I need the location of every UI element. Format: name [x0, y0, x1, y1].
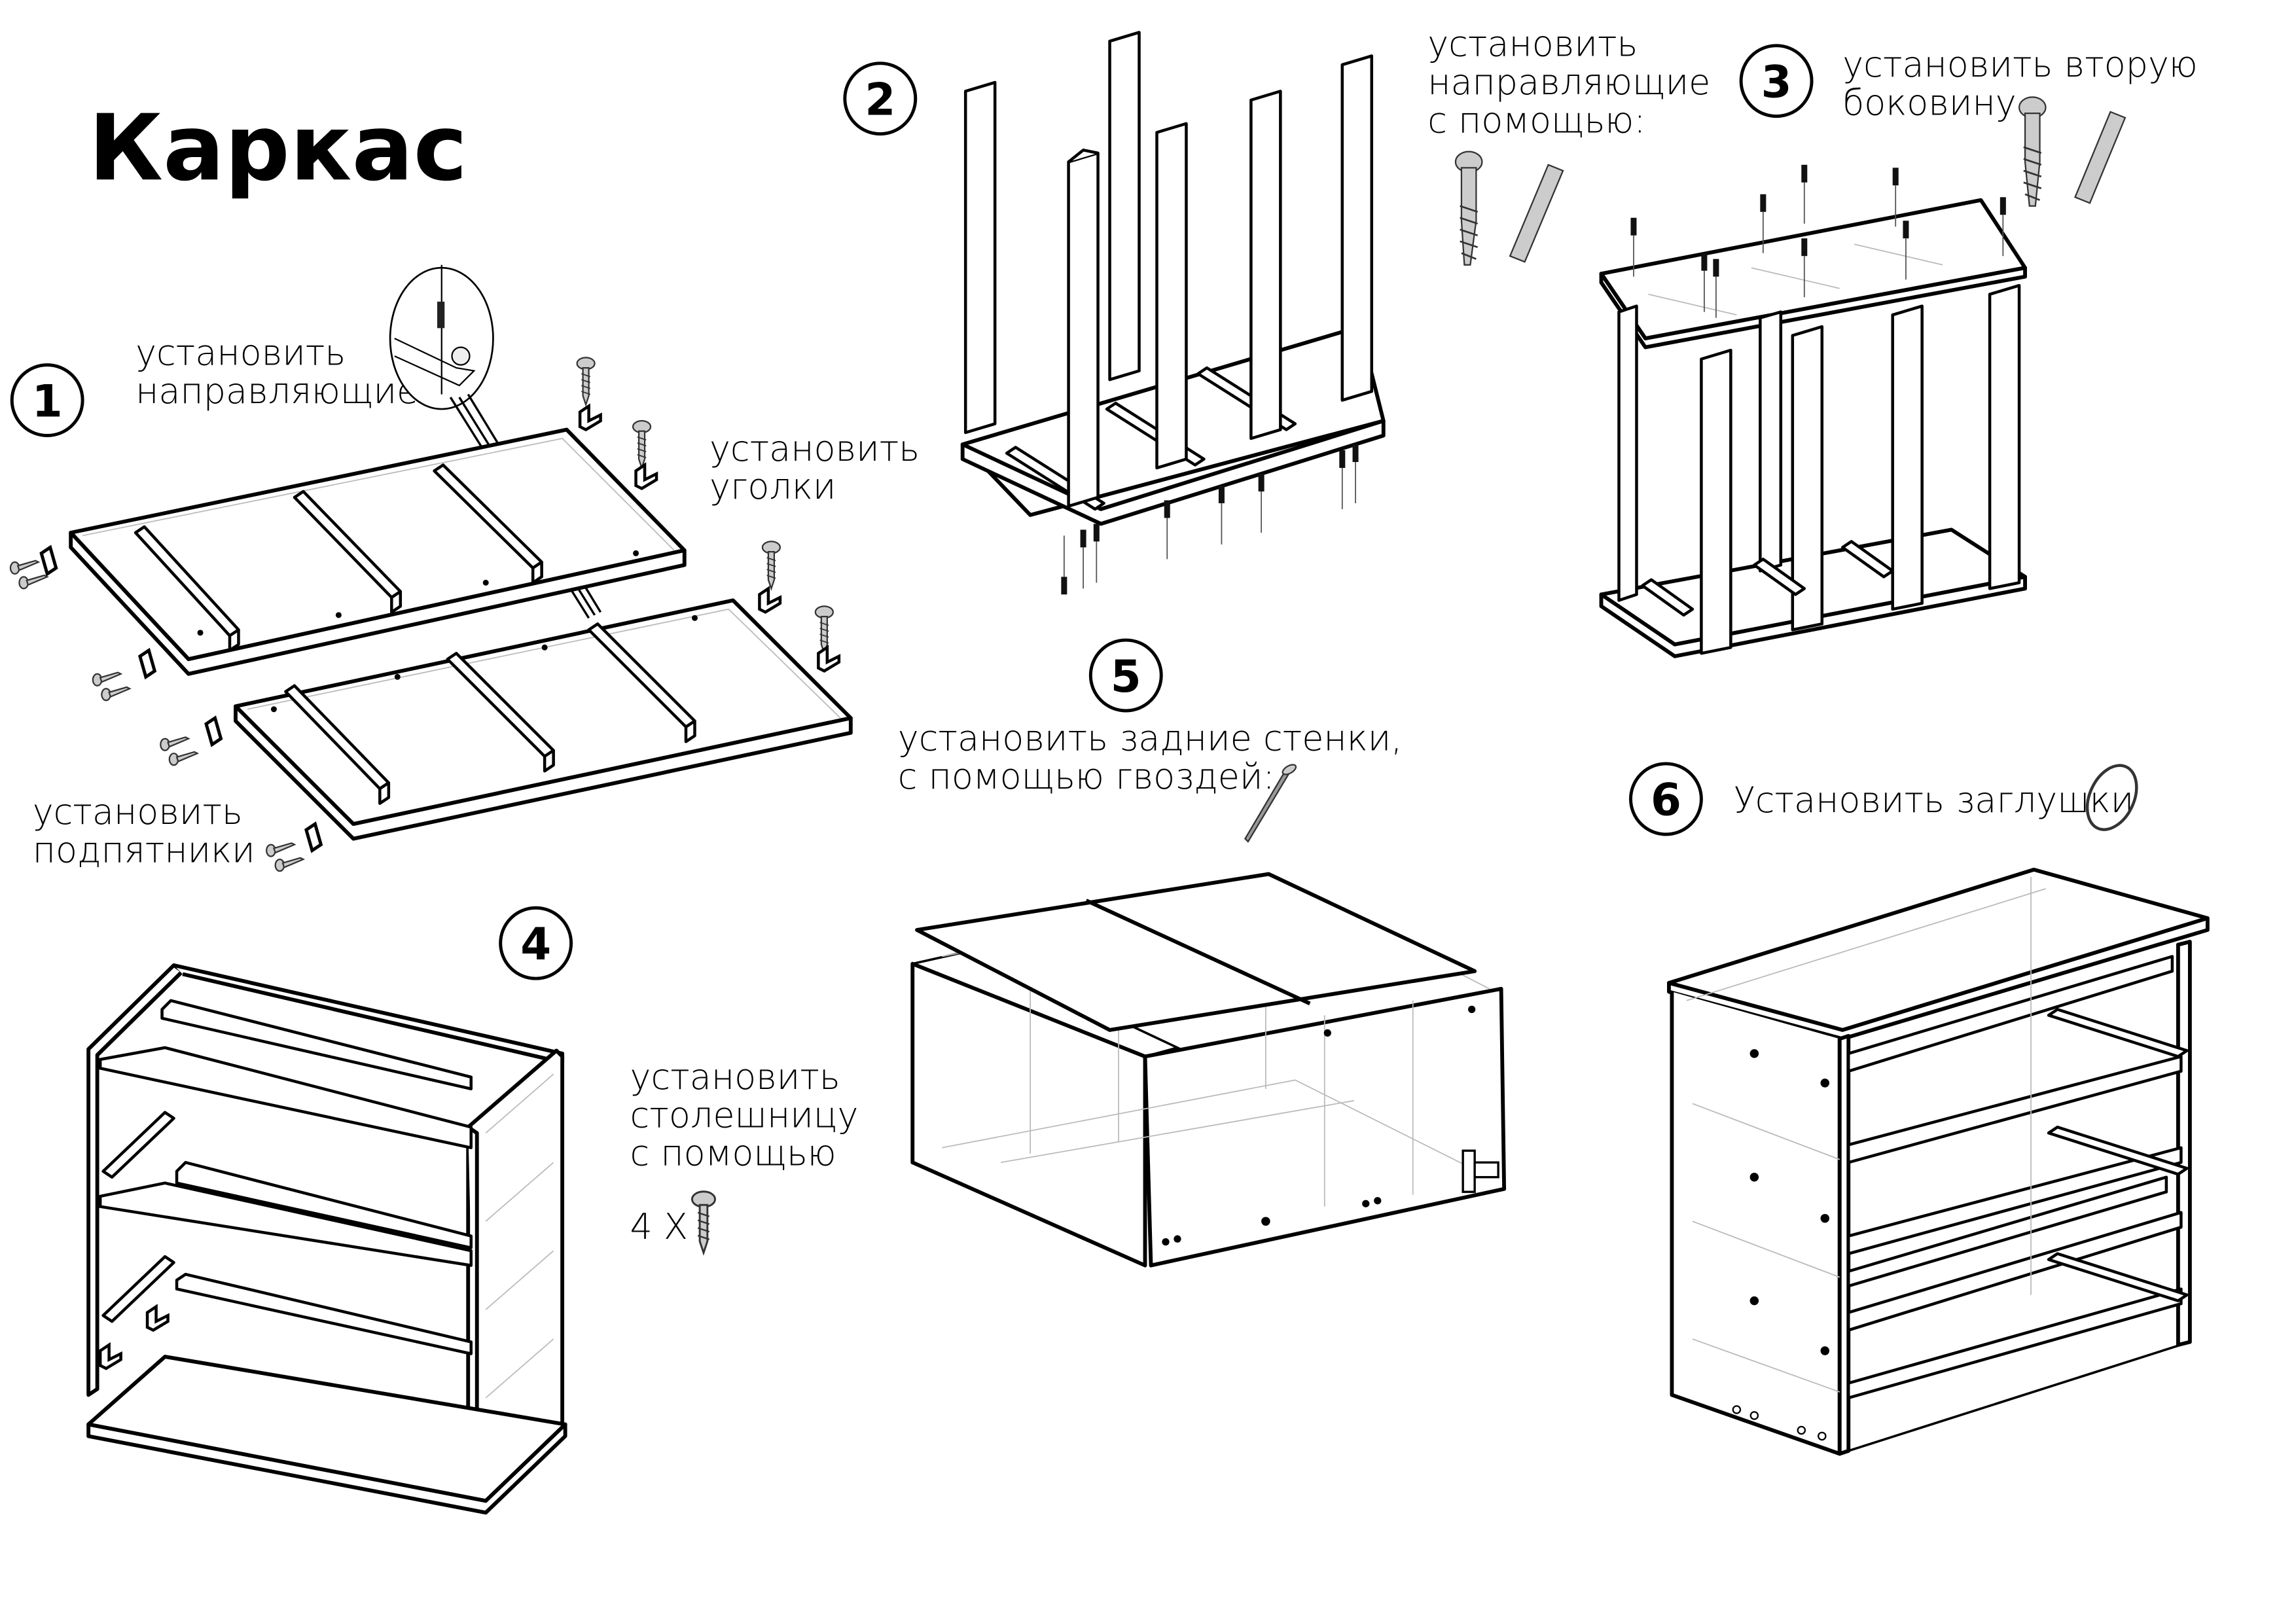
step-5-label-line2: с помощью гвоздей:: [898, 756, 1275, 797]
screw-icon: [274, 857, 304, 872]
step-1-label-rails-line1: установить: [135, 332, 346, 374]
step-3-label-line1: установить вторую: [1842, 44, 2198, 85]
screw-icon: [18, 575, 48, 590]
corner-bracket-icon: [580, 406, 600, 430]
frame-step4: [86, 963, 567, 1515]
nail-icon: [1244, 764, 1297, 843]
step-4-label-line2: столешницу: [630, 1094, 859, 1135]
corner-bracket-icon: [759, 588, 780, 612]
step-3-number: 3: [1761, 56, 1792, 107]
screw-icon: [9, 560, 39, 575]
dowel-icon: [1509, 164, 1564, 263]
step-5-label-line1: установить задние стенки,: [898, 718, 1403, 759]
step-5-number: 5: [1111, 651, 1141, 702]
screw-icon: [632, 419, 652, 469]
confirmat-screw-icon: [1454, 151, 1483, 266]
side-panels-step2: [963, 31, 1374, 508]
step-4-number: 4: [520, 918, 551, 970]
step-1-number: 1: [32, 375, 63, 427]
dowel-icon: [2074, 111, 2126, 204]
screw-icon: [101, 686, 131, 702]
step-2-badge: [843, 62, 918, 136]
corner-bracket-icon: [636, 465, 656, 488]
step-1-label-rails-line2: направляющие: [135, 370, 418, 412]
step-4-badge: [499, 906, 573, 980]
step-2-label-line1: установить: [1427, 23, 1638, 64]
carcass-step5: [910, 872, 1507, 1268]
step-1-label-feet-line2: подпятники: [33, 830, 255, 871]
step-6-badge: [1629, 762, 1703, 836]
step-2-label-line3: с помощью:: [1427, 99, 1645, 141]
side-panel-upper: [69, 427, 687, 676]
hinge: [1462, 1149, 1499, 1193]
foot-pad-icon: [41, 547, 56, 573]
screw-icon: [92, 671, 122, 687]
step-3-label-line2: боковину: [1842, 82, 2016, 123]
step-1-label-brackets-line2: уголки: [709, 466, 836, 507]
screw-icon: [691, 1190, 716, 1254]
step-2-label-line2: направляющие: [1427, 62, 1710, 103]
step-5-badge: [1088, 638, 1163, 713]
step-6: 6 Установить заглушки: [1629, 762, 2210, 1456]
step-5: 5 установить задние стенки, с помощью гв…: [898, 638, 1507, 1268]
screw-icon: [814, 605, 834, 654]
confirmat-screw-icon: [2018, 96, 2047, 207]
step-4-quantity: 4 X: [630, 1206, 688, 1247]
step-4: 4 установить столешницу с помощью 4 X: [86, 906, 859, 1515]
side-panel-lower: [234, 598, 853, 841]
screw-icon: [576, 357, 596, 406]
foot-pad-icon: [306, 824, 321, 850]
corner-bracket-icon: [818, 647, 838, 671]
screw-icon: [266, 842, 296, 857]
step-3-badge: [1739, 44, 1814, 118]
bottom-panel-step3: [1599, 283, 2027, 658]
cap-plug-icon: [2085, 764, 2138, 831]
top-side-panel-step3: [1599, 198, 2027, 349]
step-1-label-brackets-line1: установить: [709, 428, 920, 469]
screw-icon: [160, 736, 190, 751]
step-1: 1 установить направляющие установить уго…: [9, 264, 920, 872]
foot-pad-icon: [206, 718, 221, 744]
screw-icon: [168, 751, 198, 766]
step-1-label-feet-line1: установить: [33, 791, 243, 832]
assembled-chest-step6: [1667, 867, 2210, 1456]
step-1-badge: [10, 363, 84, 438]
step-2-number: 2: [865, 73, 895, 125]
foot-pad-icon: [140, 651, 154, 677]
step-2: 2 установить направляющие с помощью:: [843, 23, 1710, 596]
step-4-label-line3: с помощью: [630, 1133, 836, 1174]
step-3: 3 установить вторую боковину: [1599, 44, 2198, 658]
page-title: Каркас: [88, 95, 467, 201]
screw-icon: [761, 541, 781, 590]
step-6-label: Установить заглушки: [1734, 779, 2134, 821]
step-6-number: 6: [1651, 774, 1681, 826]
step-4-label-line1: установить: [630, 1056, 840, 1097]
